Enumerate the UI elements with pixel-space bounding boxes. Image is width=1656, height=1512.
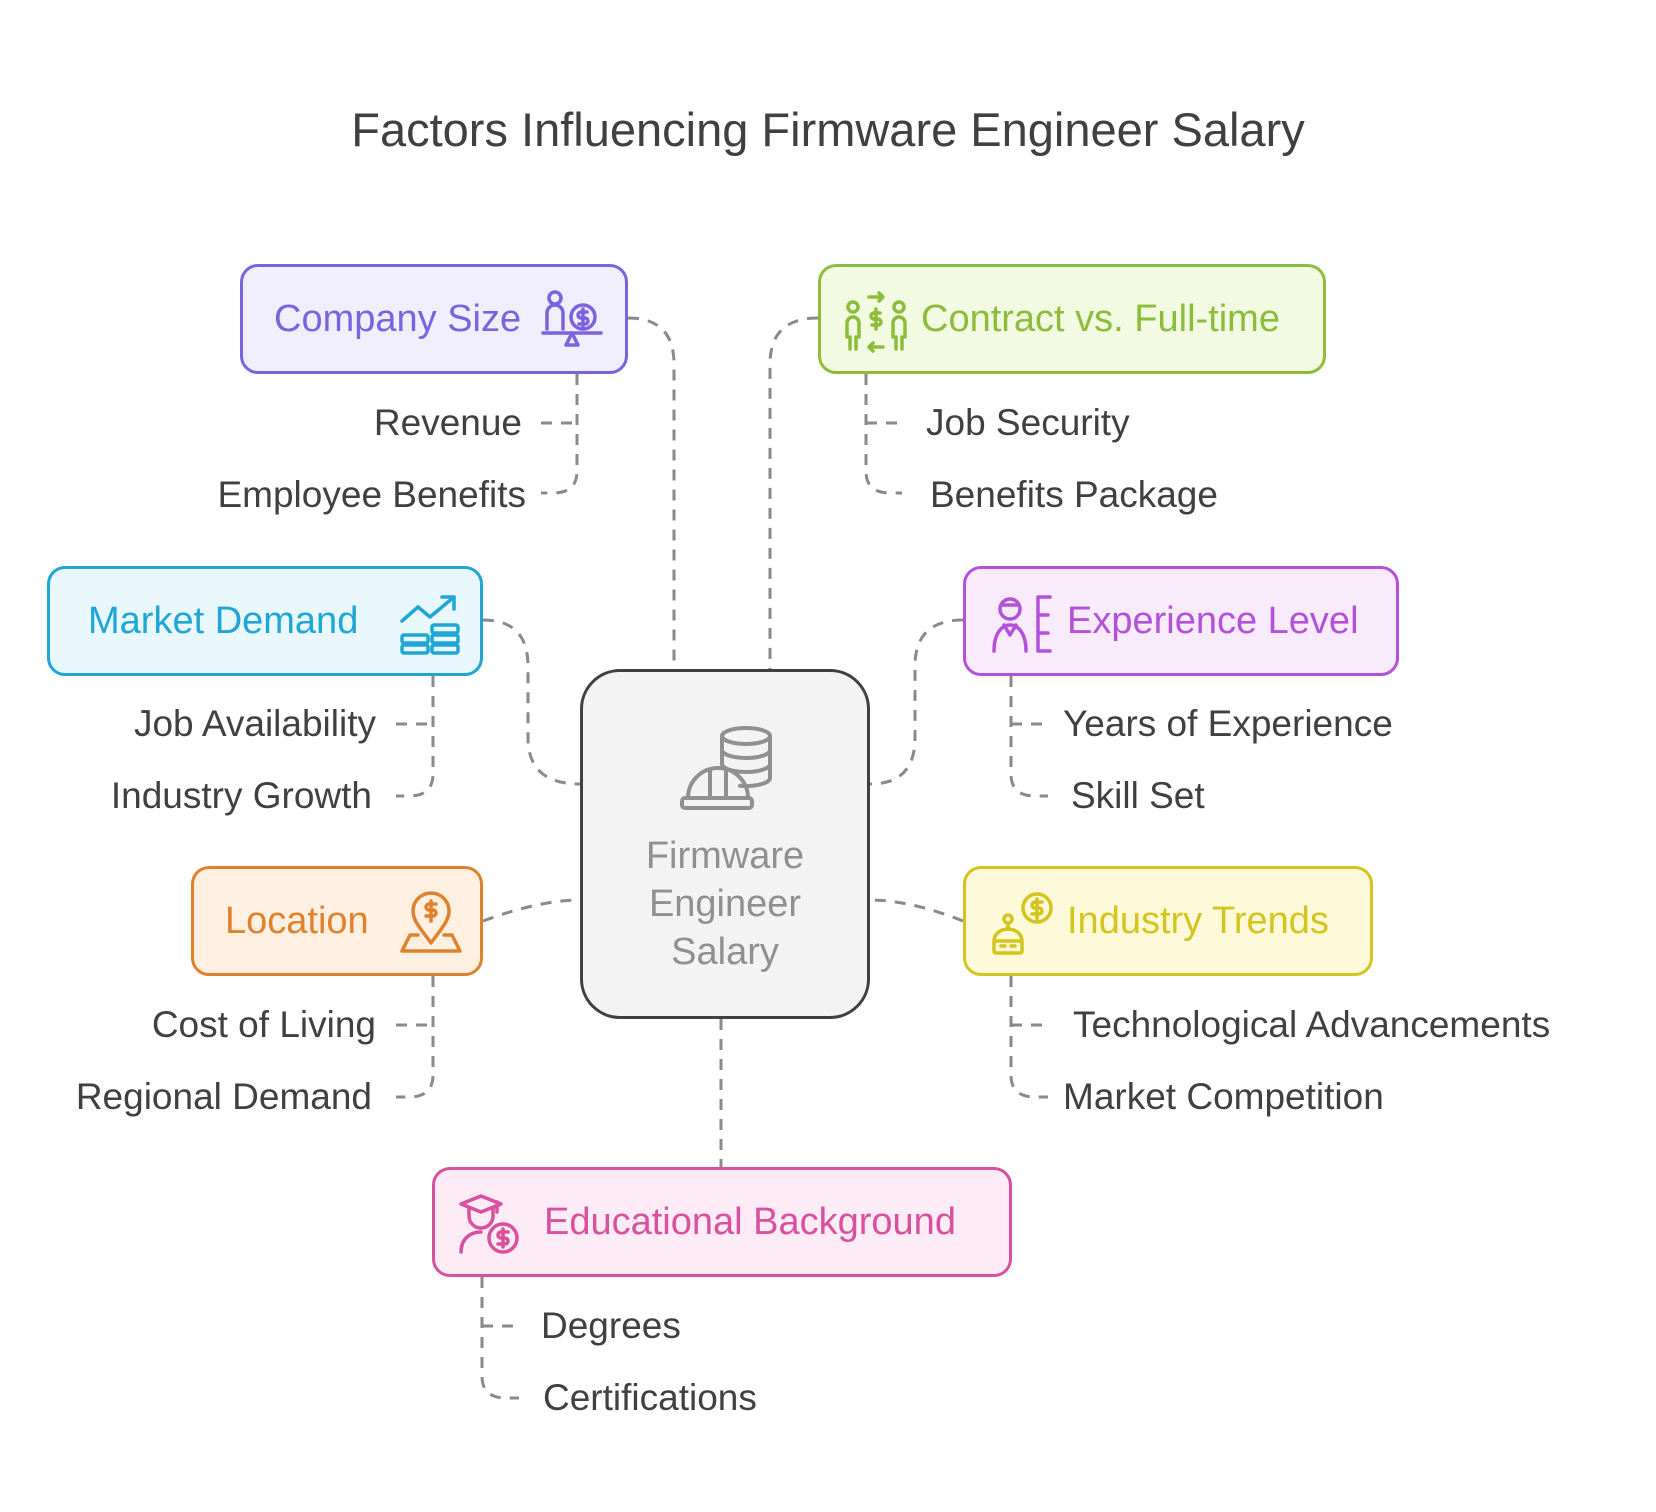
connector-sub-employee-benefits: [541, 374, 579, 495]
sub-factor-degrees: Degrees: [541, 1305, 681, 1346]
factor-node-contract-vs-full-time: Contract vs. Full-time: [818, 264, 1326, 374]
sub-factor-industry-growth: Industry Growth: [110, 775, 372, 816]
factor-node-location: Location: [191, 866, 483, 976]
person-scale-coin-icon: [541, 290, 603, 347]
factor-label: Experience Level: [1067, 599, 1359, 642]
center-label-line: Salary: [671, 931, 779, 973]
factor-node-educational-background: Educational Background: [432, 1167, 1012, 1277]
diagram-title: Factors Influencing Firmware Engineer Sa…: [351, 103, 1305, 156]
connector-experience-level: [869, 618, 964, 786]
person-ladder-icon: [992, 595, 1052, 653]
sub-factor-technological-advancements: Technological Advancements: [1073, 1004, 1551, 1045]
sub-factor-regional-demand: Regional Demand: [75, 1076, 372, 1117]
growth-chart-money-icon: [400, 595, 460, 655]
connector-market-demand: [482, 618, 581, 786]
center-label: Firmware Engineer Salary: [583, 832, 867, 976]
factor-node-market-demand: Market Demand: [47, 566, 483, 676]
center-label-line: Firmware: [645, 835, 805, 877]
connector-sub-skill-set: [1009, 676, 1048, 798]
sub-factor-employee-benefits: Employee Benefits: [217, 474, 526, 515]
sub-factor-job-security: Job Security: [926, 402, 1130, 443]
factor-label: Location: [225, 899, 369, 942]
connector-sub-benefits-package: [864, 374, 902, 495]
helmet-coins-icon: [680, 726, 772, 810]
map-pin-dollar-icon: [400, 891, 462, 953]
connector-industry-trends: [869, 898, 964, 923]
connector-sub-industry-growth: [396, 676, 435, 798]
sub-factor-market-competition: Market Competition: [1063, 1076, 1384, 1117]
factor-node-company-size: Company Size: [240, 264, 628, 374]
center-node: Firmware Engineer Salary: [580, 669, 870, 1019]
sub-factor-benefits-package: Benefits Package: [930, 474, 1218, 515]
sub-factor-cost-of-living: Cost of Living: [151, 1004, 376, 1045]
factor-node-industry-trends: Industry Trends: [963, 866, 1373, 976]
sub-factor-skill-set: Skill Set: [1071, 775, 1205, 816]
factor-label: Market Demand: [88, 599, 359, 642]
center-label-line: Engineer: [648, 883, 802, 925]
graduate-coin-icon: [459, 1194, 519, 1254]
connector-contract: [768, 316, 819, 669]
factor-label: Educational Background: [544, 1200, 956, 1243]
connector-company-size: [627, 316, 676, 669]
factor-label: Company Size: [274, 297, 522, 340]
sub-factor-years-of-experience: Years of Experience: [1063, 703, 1393, 744]
sub-factor-certifications: Certifications: [543, 1377, 757, 1418]
robot-coin-icon: [992, 892, 1053, 955]
connector-sub-market-competition: [1009, 976, 1048, 1099]
factor-node-experience-level: Experience Level: [963, 566, 1399, 676]
factor-label: Contract vs. Full-time: [921, 297, 1280, 340]
sub-factor-revenue: Revenue: [373, 402, 522, 443]
sub-factor-job-availability: Job Availability: [133, 703, 376, 744]
people-exchange-money-icon: [845, 291, 907, 353]
factor-label: Industry Trends: [1067, 899, 1329, 942]
connector-sub-regional-demand: [396, 976, 435, 1099]
connector-location: [482, 898, 581, 923]
connector-sub-certifications: [480, 1277, 519, 1400]
